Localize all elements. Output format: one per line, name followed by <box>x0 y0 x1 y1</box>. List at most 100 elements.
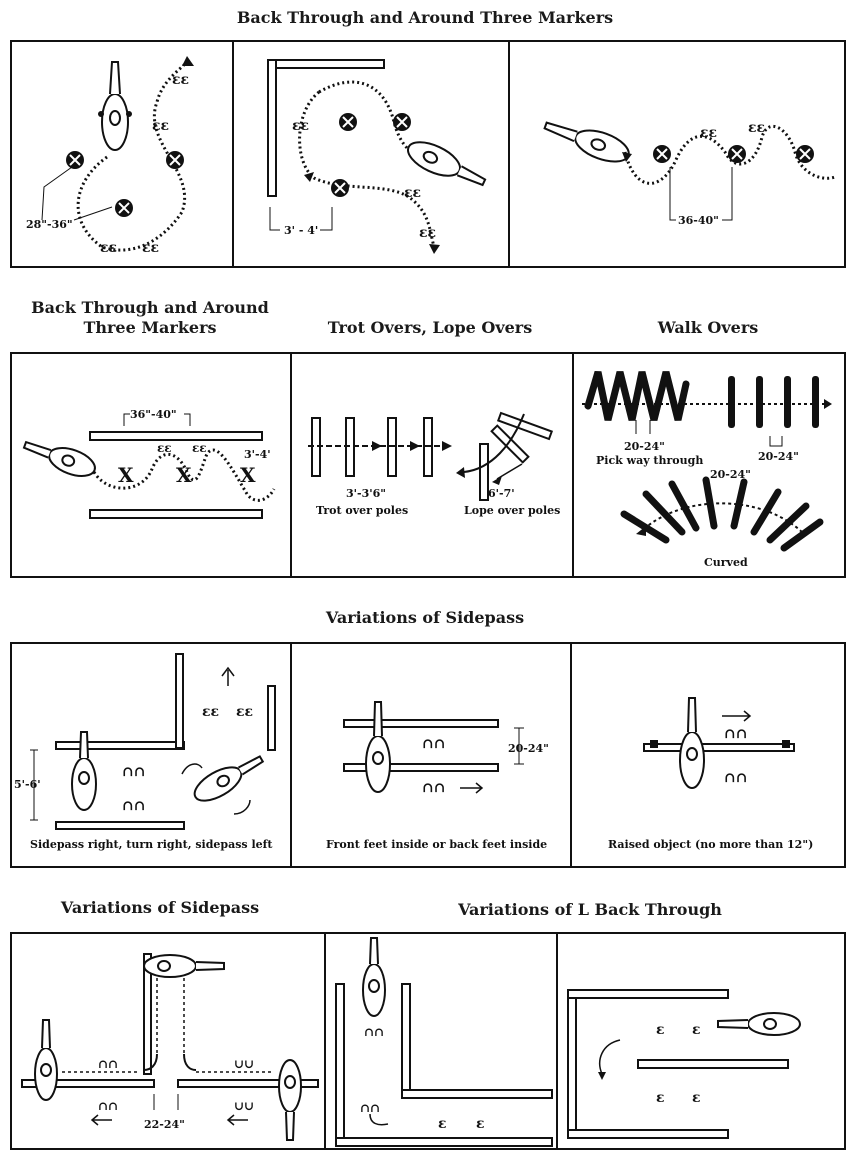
section2-title-right: Walk Overs <box>657 318 759 337</box>
svg-text:ɛ: ɛ <box>692 1022 701 1038</box>
section2-panel-3: 20-24" 20-24" Pick way through 20-24" Cu… <box>572 354 848 576</box>
section2-panel-2: 3'-3'6" Trot over poles 6'-7' Lope over … <box>290 354 574 576</box>
dimension-label: 20-24" <box>758 450 799 463</box>
section4-title-right: Variations of L Back Through <box>458 900 722 919</box>
horse-figure <box>193 755 265 802</box>
svg-text:ɛɛ: ɛɛ <box>236 704 253 720</box>
svg-text:ɛ: ɛ <box>438 1116 447 1132</box>
svg-text:ɛɛ: ɛɛ <box>142 240 159 256</box>
caption: Front feet inside or back feet inside <box>326 838 547 851</box>
svg-text:ɛɛ: ɛɛ <box>292 118 309 134</box>
horse-figure <box>143 954 225 978</box>
horse-figure <box>98 61 132 151</box>
caption: Pick way through <box>596 454 703 467</box>
dimension-label: 3' - 4' <box>284 224 318 237</box>
svg-text:ɛɛ: ɛɛ <box>172 72 189 88</box>
caption: Sidepass right, turn right, sidepass lef… <box>30 838 273 851</box>
svg-text:∩∩: ∩∩ <box>724 726 747 742</box>
svg-text:ɛɛ: ɛɛ <box>100 240 117 256</box>
horse-figure <box>278 1059 302 1141</box>
section1-panel-2: ɛɛ ɛɛ ɛɛ 3' - 4' <box>232 42 510 266</box>
svg-text:∩∩: ∩∩ <box>364 1025 384 1039</box>
section2-title-mid: Trot Overs, Lope Overs <box>327 318 533 337</box>
horse-figure <box>362 937 386 1017</box>
svg-text:∪∪: ∪∪ <box>234 1057 254 1071</box>
dimension-label: 3'-4' <box>244 448 271 461</box>
svg-text:ɛ: ɛ <box>656 1022 665 1038</box>
horse-figure <box>543 121 630 163</box>
dimension-label: 5'-6' <box>14 778 41 791</box>
caption: Curved <box>704 556 748 569</box>
path-dotted <box>76 60 189 252</box>
svg-text:∩∩: ∩∩ <box>422 736 445 752</box>
marker-x: X <box>176 463 192 487</box>
svg-text:ɛ: ɛ <box>476 1116 485 1132</box>
dimension-label: 6'-7' <box>488 487 515 500</box>
section2-panel-row: X X X ɛɛ ɛɛ 36"-40" 3'-4' 3'-3'6" Trot o… <box>10 352 846 578</box>
svg-text:∩∩: ∩∩ <box>122 798 145 814</box>
dimension-label: 36"-40" <box>130 408 177 421</box>
svg-text:∩∩: ∩∩ <box>122 764 145 780</box>
caption: Trot over poles <box>316 504 408 517</box>
section4-panel-2: ∩∩ ∩∩ ɛ ɛ <box>324 934 558 1148</box>
svg-text:∩∩: ∩∩ <box>98 1099 118 1113</box>
dimension-label: 20-24" <box>508 742 549 755</box>
marker-x: X <box>240 463 256 487</box>
section2-title-left-2: Three Markers <box>83 318 217 337</box>
svg-text:ɛɛ: ɛɛ <box>192 441 207 455</box>
dimension-label: 28"-36" <box>26 218 73 231</box>
svg-text:ɛɛ: ɛɛ <box>700 125 717 141</box>
horse-figure <box>407 141 487 187</box>
dimension-label: 20-24" <box>624 440 665 453</box>
svg-text:ɛɛ: ɛɛ <box>152 118 169 134</box>
section1-panel-3: ɛɛ ɛɛ 36-40" <box>508 42 848 266</box>
section2-panel-1: X X X ɛɛ ɛɛ 36"-40" 3'-4' <box>12 354 290 576</box>
dimension-label: 36-40" <box>678 214 719 227</box>
svg-text:∩∩: ∩∩ <box>724 770 747 786</box>
svg-text:ɛɛ: ɛɛ <box>748 120 765 136</box>
svg-text:ɛɛ: ɛɛ <box>202 704 219 720</box>
caption: Raised object (no more than 12") <box>608 838 813 851</box>
marker-icon <box>728 145 746 163</box>
svg-text:ɛ: ɛ <box>692 1090 701 1106</box>
section3-title: Variations of Sidepass <box>325 608 525 627</box>
section3-panel-2: ∩∩ ∩∩ 20-24" Front feet inside or back f… <box>290 644 572 866</box>
marker-x: X <box>118 463 134 487</box>
dimension-label: 22-24" <box>144 1118 185 1131</box>
section3-panel-row: ∩∩ ∩∩ ɛɛ ɛɛ 5'-6' Sidepass right, turn r… <box>10 642 846 868</box>
dimension-label: 20-24" <box>710 468 751 481</box>
horse-figure <box>22 440 96 477</box>
marker-icon <box>66 151 84 169</box>
dimension-label: 3'-3'6" <box>346 487 386 500</box>
svg-text:∩∩: ∩∩ <box>98 1057 118 1071</box>
svg-text:ɛɛ: ɛɛ <box>157 441 172 455</box>
section4-panel-row: ∩∩ ∪∪ ∩∩ ∪∪ 22-24" ∩∩ ∩∩ ɛ ɛ <box>10 932 846 1150</box>
horse-figure <box>365 701 391 793</box>
caption: Lope over poles <box>464 504 560 517</box>
svg-text:∩∩: ∩∩ <box>360 1101 380 1115</box>
section3-panel-1: ∩∩ ∩∩ ɛɛ ɛɛ 5'-6' Sidepass right, turn r… <box>12 644 290 866</box>
section4-title-left: Variations of Sidepass <box>60 898 260 917</box>
svg-text:ɛɛ: ɛɛ <box>419 225 436 241</box>
section3-panel-3: ∩∩ ∩∩ Raised object (no more than 12") <box>570 644 848 866</box>
marker-icon <box>339 113 357 131</box>
marker-icon <box>796 145 814 163</box>
section1-panel-1: ɛɛ ɛɛ ɛɛ ɛɛ 28"-36" <box>12 42 232 266</box>
svg-text:ɛɛ: ɛɛ <box>404 185 421 201</box>
svg-text:ɛ: ɛ <box>656 1090 665 1106</box>
marker-icon <box>393 113 411 131</box>
horse-figure <box>717 1012 801 1036</box>
marker-icon <box>115 199 133 217</box>
marker-icon <box>331 179 349 197</box>
section1-panel-row: ɛɛ ɛɛ ɛɛ ɛɛ 28"-36" ɛɛ ɛɛ <box>10 40 846 268</box>
marker-icon <box>653 145 671 163</box>
section4-panel-3: ɛ ɛ ɛ ɛ <box>556 934 848 1148</box>
svg-text:∪∪: ∪∪ <box>234 1099 254 1113</box>
marker-icon <box>166 151 184 169</box>
horse-figure <box>34 1019 58 1101</box>
section4-panel-1: ∩∩ ∪∪ ∩∩ ∪∪ 22-24" <box>12 934 324 1148</box>
horse-figure <box>71 731 97 811</box>
svg-text:∩∩: ∩∩ <box>422 780 445 796</box>
section2-title-left-1: Back Through and Around <box>31 298 269 317</box>
horse-figure <box>679 697 705 789</box>
